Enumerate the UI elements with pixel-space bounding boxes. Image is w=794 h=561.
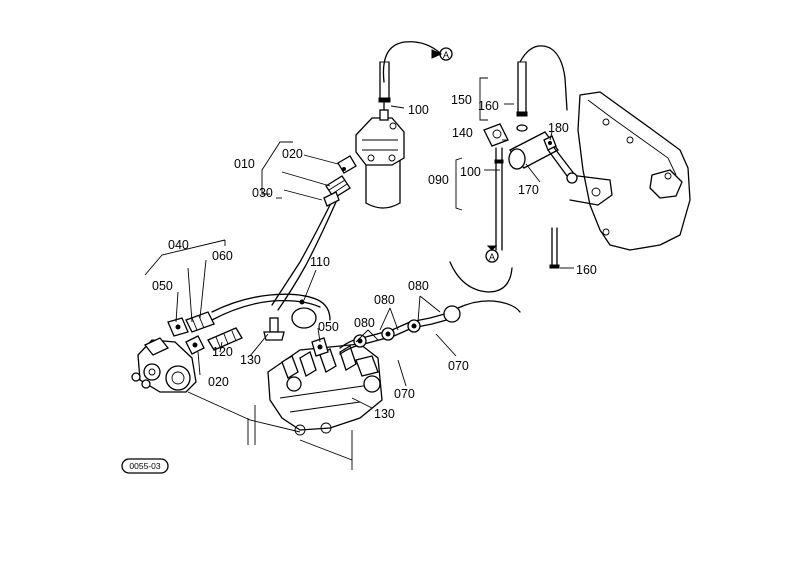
base-outline [187, 391, 301, 445]
reference-code-badge: 0055-03 [121, 458, 169, 474]
hose-to-a-top [382, 41, 441, 83]
hose-to-a-bottom [449, 261, 513, 293]
callout-050-left: 050 [152, 279, 173, 293]
pipe-090-vertical [495, 147, 503, 251]
callout-050-right: 050 [318, 320, 339, 334]
hose-clamp-020-top [337, 155, 357, 174]
callout-100-top: 100 [408, 103, 429, 117]
callout-120: 120 [212, 345, 233, 359]
rod-160-lower [551, 227, 558, 266]
marker-a-top-label: A [443, 50, 449, 60]
bracket-090 [455, 157, 463, 211]
fitting-050-left [167, 317, 189, 337]
hose-150-pipe [517, 61, 527, 113]
bracket-040 [144, 239, 226, 276]
callout-070-a: 070 [394, 387, 415, 401]
bolt-180 [543, 135, 557, 151]
clip-160-top [516, 124, 528, 132]
callout-140: 140 [452, 126, 473, 140]
marker-a-bottom-label: A [489, 252, 495, 262]
callout-020-top: 020 [282, 147, 303, 161]
callout-080-a: 080 [354, 316, 375, 330]
callout-090: 090 [428, 173, 449, 187]
clip-110 [291, 299, 317, 329]
callout-130-right: 130 [374, 407, 395, 421]
leak-off-pipes [339, 300, 521, 355]
callout-100-right: 100 [460, 165, 481, 179]
fitting-020-lower [185, 335, 205, 355]
engine-mounting-plate [569, 91, 691, 251]
fuel-line-down [271, 204, 331, 306]
marker-a-top: A [431, 47, 453, 61]
fuel-pump [131, 337, 197, 393]
callout-110: 110 [310, 255, 330, 269]
injector-nozzles [281, 345, 381, 393]
return-line [211, 293, 331, 321]
callout-160-top: 160 [478, 99, 499, 113]
solenoid-170 [508, 131, 578, 184]
callout-070-b: 070 [448, 359, 469, 373]
callout-130-left: 130 [240, 353, 261, 367]
callout-020-lower: 020 [208, 375, 229, 389]
callout-160-bottom: 160 [576, 263, 597, 277]
bracket-150 [479, 77, 488, 121]
callout-180: 180 [548, 121, 569, 135]
callout-030: 030 [252, 186, 273, 200]
hose-030 [323, 175, 351, 207]
hose-to-a-right [519, 45, 568, 111]
marker-a-bottom: A [485, 245, 499, 263]
hose-120 [207, 327, 243, 351]
callout-150: 150 [451, 93, 472, 107]
callout-080-b: 080 [374, 293, 395, 307]
hose-pipe-upper [379, 61, 390, 99]
bracket-010 [261, 141, 293, 195]
fuel-filter-assembly [355, 99, 405, 209]
fitting-140 [483, 123, 509, 147]
leader-lines [175, 103, 574, 409]
banjo-bolt-130-left [263, 317, 285, 341]
callout-060: 060 [212, 249, 233, 263]
callout-170: 170 [518, 183, 539, 197]
callout-040: 040 [168, 238, 189, 252]
callout-080-c: 080 [408, 279, 429, 293]
reference-code-text: 0055-03 [129, 461, 160, 471]
callout-010: 010 [234, 157, 255, 171]
